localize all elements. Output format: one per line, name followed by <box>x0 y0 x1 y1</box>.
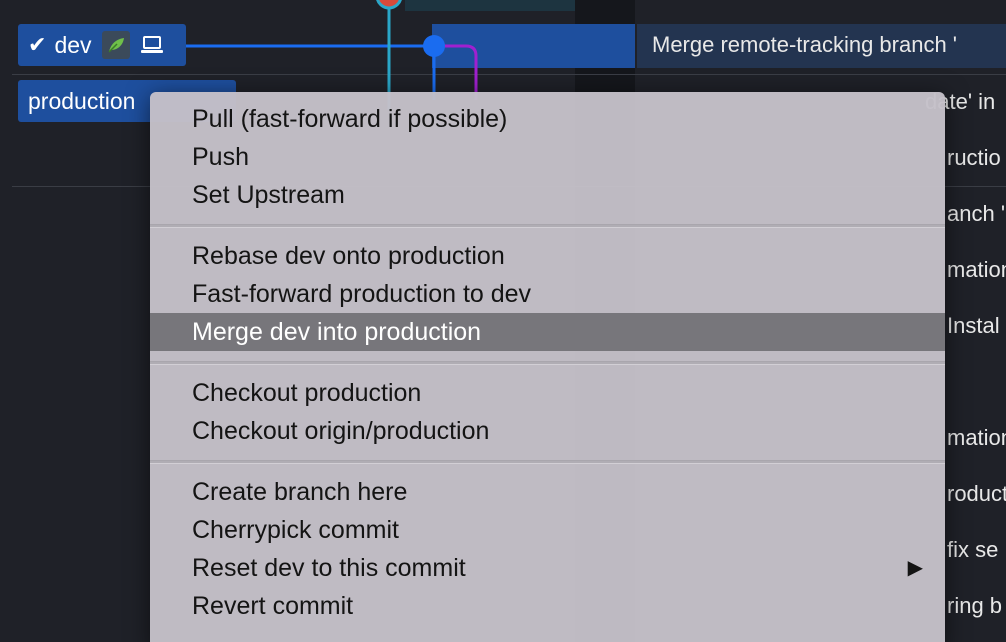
menu-item-push[interactable]: Push <box>192 143 249 171</box>
commit-message[interactable]: mation <box>947 257 1006 282</box>
submenu-arrow-icon: ▶ <box>907 557 923 579</box>
commit-message[interactable]: Instal <box>947 313 1000 338</box>
menu-item-fast-forward[interactable]: Fast-forward production to dev <box>192 280 532 308</box>
graph-line-purple <box>444 44 478 100</box>
laptop-icon <box>140 34 164 56</box>
menu-item-set-upstream[interactable]: Set Upstream <box>192 181 345 209</box>
commit-node-top <box>376 0 402 10</box>
menu-item-reset[interactable]: Reset dev to this commit ▶ <box>150 549 945 587</box>
menu-separator <box>150 361 945 365</box>
menu-separator <box>150 224 945 228</box>
commit-row-highlight <box>405 0 575 11</box>
menu-item-label: Reset dev to this commit <box>192 554 466 582</box>
row-divider <box>12 74 1006 75</box>
branch-name: dev <box>54 31 92 58</box>
context-menu: Pull (fast-forward if possible) Push Set… <box>150 92 945 642</box>
menu-item-checkout-origin-production[interactable]: Checkout origin/production <box>192 417 490 445</box>
menu-item-revert[interactable]: Revert commit <box>192 592 354 620</box>
menu-item-rebase[interactable]: Rebase dev onto production <box>192 242 505 270</box>
menu-item-merge[interactable]: Merge dev into production <box>150 313 945 351</box>
branch-name: production <box>28 87 136 114</box>
commit-message[interactable]: ring b <box>947 593 1003 618</box>
commit-node-dev <box>423 35 445 57</box>
menu-separator <box>150 460 945 464</box>
commit-message-bg <box>637 24 1006 68</box>
menu-item-pull[interactable]: Pull (fast-forward if possible) <box>192 105 508 133</box>
commit-message[interactable]: ructio <box>947 145 1001 170</box>
commit-message[interactable]: anch ' <box>947 201 1006 226</box>
branch-label-dev[interactable]: ✔ dev <box>18 24 186 66</box>
commit-message[interactable]: mation <box>947 425 1006 450</box>
menu-item-checkout-production[interactable]: Checkout production <box>192 379 422 407</box>
commit-message[interactable]: roduct <box>947 481 1006 506</box>
commit-message[interactable]: Merge remote-tracking branch ' <box>652 32 957 57</box>
menu-item-create-branch[interactable]: Create branch here <box>192 478 408 506</box>
commit-message[interactable]: fix se <box>947 537 999 562</box>
leaf-icon <box>101 31 130 59</box>
check-icon: ✔ <box>28 32 47 57</box>
menu-item-cherrypick[interactable]: Cherrypick commit <box>192 516 399 544</box>
